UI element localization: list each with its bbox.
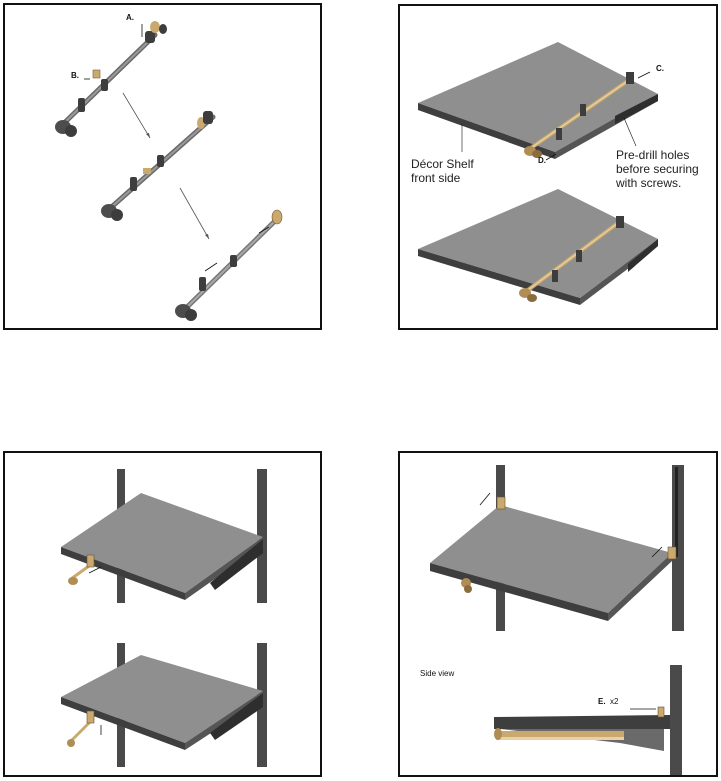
predrill-callout: Pre-drill holes before securing with scr… [616, 148, 699, 190]
rod-assembly-illustration [55, 21, 283, 321]
front-side-callout: Décor Shelf front side [411, 157, 474, 185]
shelf-installed-view [430, 465, 684, 631]
shelf-rod-illustration [418, 42, 658, 305]
label-part-e: E. [598, 697, 606, 706]
label-part-e-quantity: x2 [610, 697, 619, 706]
rod-brass-top [524, 72, 634, 158]
rod-assembly-step-1 [55, 21, 167, 137]
hang-shelf-illustration [61, 469, 267, 767]
panel-hang-shelf [3, 451, 322, 777]
front-side-line-1: Décor Shelf [411, 157, 474, 171]
panel-side-view: Side view E. x2 [398, 451, 718, 777]
label-part-c: C. [656, 64, 664, 73]
shelf-on-uprights-top [61, 469, 267, 603]
predrill-line-3: with screws. [616, 176, 682, 190]
rod-assembly-step-3 [175, 209, 283, 321]
arrow-d [545, 153, 557, 161]
panel-rod-assembly: A. B. [3, 3, 322, 330]
decor-shelf-bottom [418, 189, 658, 305]
step-arrow-1 [122, 92, 151, 139]
predrill-line-1: Pre-drill holes [616, 148, 690, 162]
rod-brass-bottom [519, 216, 624, 302]
predrill-line-2: before securing [616, 162, 699, 176]
side-view-detail [494, 665, 682, 775]
step-arrow-2 [179, 187, 210, 240]
side-view-illustration [430, 465, 684, 775]
shelf-on-uprights-bottom [61, 643, 267, 767]
decor-shelf-top [418, 42, 658, 159]
front-side-line-2: front side [411, 171, 461, 185]
arrow-c [637, 71, 651, 79]
side-view-label: Side view [420, 669, 455, 678]
label-part-b: B. [71, 71, 79, 80]
predrill-leader [623, 117, 637, 147]
rod-assembly-step-2 [101, 111, 216, 221]
part-b-bracket-icon [92, 69, 101, 79]
label-part-a: A. [126, 13, 134, 22]
label-part-d: D. [538, 156, 546, 165]
panel-attach-rod-to-shelf: C. D. Décor Shelf front side Pre-drill h… [398, 4, 718, 330]
